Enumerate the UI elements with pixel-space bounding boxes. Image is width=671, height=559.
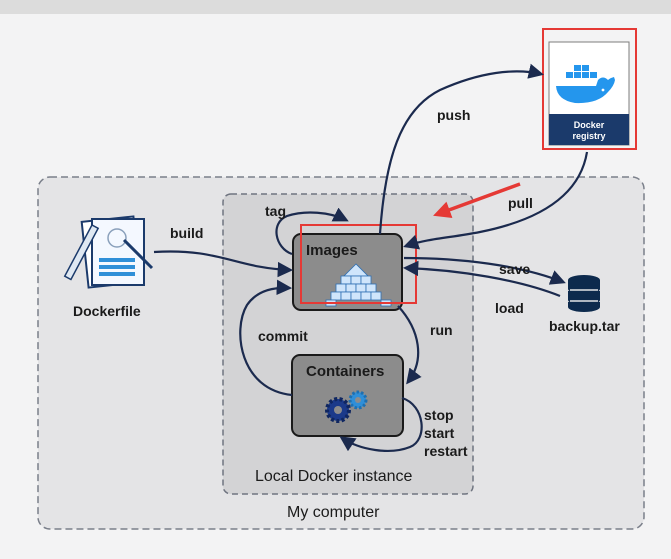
image-layers-pyramid-icon: [325, 263, 392, 307]
pull-arrow: [403, 151, 589, 250]
push-label: push: [437, 107, 471, 123]
tag-label: tag: [265, 203, 286, 219]
push-arrow: [378, 63, 545, 235]
commit-arrow: [239, 279, 293, 397]
restart-label: restart: [424, 443, 468, 459]
load-label: load: [495, 300, 524, 316]
stop-label: stop: [424, 407, 454, 423]
registry-label-line1: Docker: [573, 120, 605, 130]
commit-label: commit: [258, 328, 308, 344]
registry-label-line2: registry: [572, 131, 606, 141]
annotation-red-arrow: [433, 182, 521, 219]
dockerfile-label: Dockerfile: [73, 303, 141, 319]
save-arrow: [403, 256, 566, 285]
pull-label: pull: [508, 195, 533, 211]
containers-box[interactable]: [291, 354, 404, 437]
my-computer-label: My computer: [287, 504, 380, 521]
containers-label: Containers: [306, 363, 385, 380]
tag-arrow: [275, 207, 349, 256]
dockerfile-blueprint-icon: [63, 215, 154, 289]
docker-whale-icon: [556, 65, 615, 104]
local-docker-instance-label: Local Docker instance: [255, 468, 413, 485]
start-label: start: [424, 425, 455, 441]
backup-label: backup.tar: [549, 318, 620, 334]
stop-start-restart-arrow: [339, 396, 423, 452]
run-label: run: [430, 322, 453, 338]
gears-icon: [325, 390, 368, 423]
save-label: save: [499, 261, 531, 277]
database-stack-icon: [568, 275, 600, 312]
window-top-strip: [0, 0, 671, 14]
load-arrow: [402, 260, 561, 298]
build-arrow: [153, 250, 294, 278]
images-label: Images: [306, 242, 358, 259]
build-label: build: [170, 225, 204, 241]
run-arrow: [397, 305, 422, 385]
